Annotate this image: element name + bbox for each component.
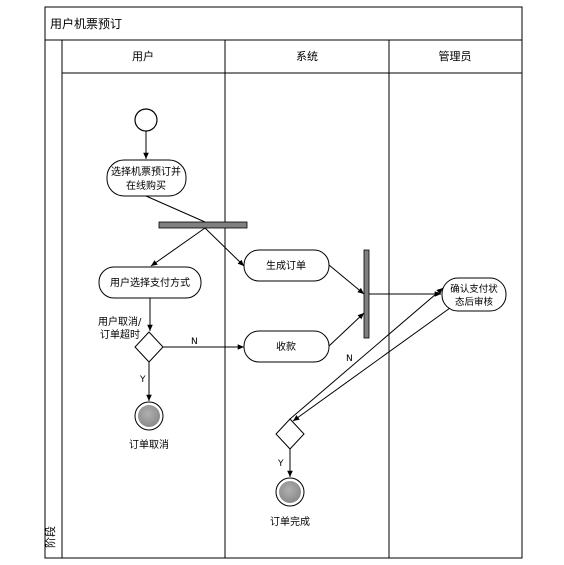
guard-yes-1: Y <box>139 375 146 385</box>
flow-collect-to-join <box>328 312 365 347</box>
activity-generate-order-label: 生成订单 <box>266 259 306 272</box>
guard-no-1: N <box>191 337 198 347</box>
guard-no-2: N <box>346 354 353 364</box>
flow-order-to-join <box>328 264 365 295</box>
activity-collect-payment <box>243 330 330 363</box>
activity-confirm-payment <box>441 277 507 312</box>
final-completed-label: 订单完成 <box>270 515 310 528</box>
flow-select-to-fork <box>145 195 206 223</box>
lane-header-system: 系统 <box>296 50 318 63</box>
activity-choose-payment-label: 用户选择支付方式 <box>110 276 190 289</box>
flow-decision-2-back-to-confirm <box>289 287 444 420</box>
activity-select-buy-line1: 选择机票预订并 <box>111 165 181 178</box>
final-node-cancelled <box>138 405 160 427</box>
guard-cancel-timeout-line1: 用户取消/ <box>98 315 142 328</box>
flow-confirm-to-decision-2 <box>292 307 451 422</box>
lane-header-user: 用户 <box>132 49 154 63</box>
activity-confirm-payment-line2: 态后审核 <box>455 296 494 308</box>
final-node-completed <box>279 481 301 503</box>
flow-fork-to-order <box>204 227 245 267</box>
stage-label: 阶段 <box>43 526 57 548</box>
guard-yes-2: Y <box>277 459 284 469</box>
initial-node <box>134 108 158 132</box>
activity-select-buy-line2: 在线购买 <box>126 179 166 192</box>
activity-confirm-payment-line1: 确认支付状 <box>450 283 498 295</box>
flow-fork-to-payment <box>150 227 206 267</box>
guard-cancel-timeout-line2: 订单超时 <box>100 328 140 341</box>
activity-collect-payment-label: 收款 <box>276 340 296 353</box>
lane-header-admin: 管理员 <box>439 49 472 63</box>
diagram-title: 用户机票预订 <box>50 16 122 31</box>
final-cancelled-label: 订单取消 <box>129 438 169 451</box>
fork-bar <box>158 221 248 229</box>
join-bar <box>363 249 370 339</box>
